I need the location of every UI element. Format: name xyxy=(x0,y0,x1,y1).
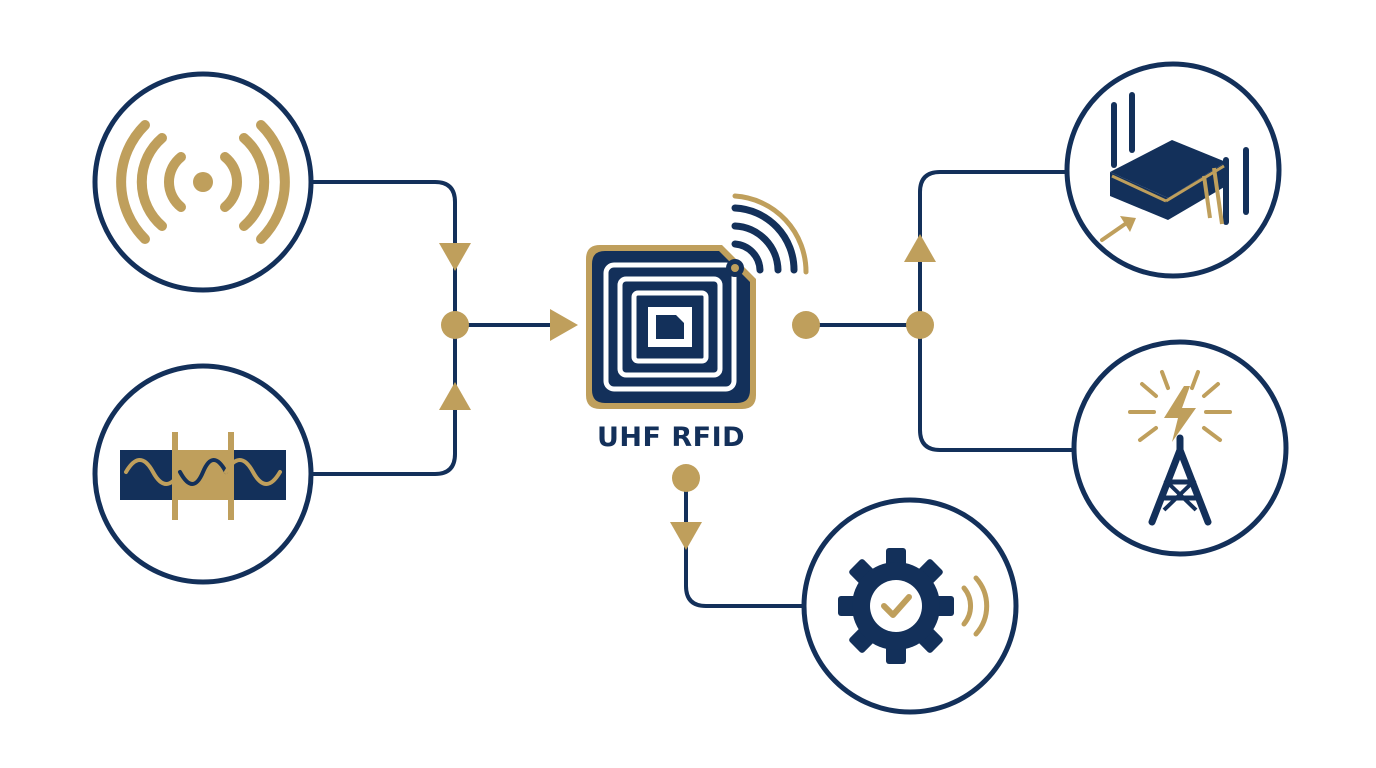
junction-dot-chip-right xyxy=(792,311,820,339)
rfid-chip-icon xyxy=(586,245,756,409)
node-modulated-signal xyxy=(92,363,314,585)
junction-dot-chip-bottom xyxy=(672,464,700,492)
arrows xyxy=(439,234,936,550)
connector-wave-to-junction xyxy=(310,323,457,476)
node-signal-emitter xyxy=(92,71,314,293)
uhf-rfid-label: UHF RFID xyxy=(597,422,745,453)
arrow-up-to-reader xyxy=(904,234,936,262)
connector-signal-to-junction xyxy=(310,180,457,327)
junction-dots xyxy=(441,311,934,492)
rfid-chip: UHF RFID xyxy=(586,193,809,453)
arrow-right-to-chip xyxy=(550,309,578,341)
arrow-down-to-gear xyxy=(670,522,702,550)
junction-dot-right xyxy=(906,311,934,339)
arrow-down-left-top xyxy=(439,243,471,271)
connector-junction-to-tower xyxy=(918,323,1080,452)
antenna-tower-icon xyxy=(1128,370,1232,526)
node-rfid-reader xyxy=(1064,61,1282,279)
junction-dot-left xyxy=(441,311,469,339)
wireless-signal-icon xyxy=(731,193,809,275)
gear-check-icon xyxy=(838,548,990,664)
router-reader-icon xyxy=(1100,92,1249,242)
node-cell-tower xyxy=(1071,339,1289,557)
sine-wave-signal-icon xyxy=(120,432,286,520)
connector-junction-to-reader xyxy=(918,170,1070,327)
connector-chip-to-gear xyxy=(684,476,808,608)
connectors xyxy=(310,170,1080,608)
arrow-up-left-bottom xyxy=(439,382,471,410)
node-processing xyxy=(801,497,1019,715)
radio-waves-icon xyxy=(116,120,290,244)
